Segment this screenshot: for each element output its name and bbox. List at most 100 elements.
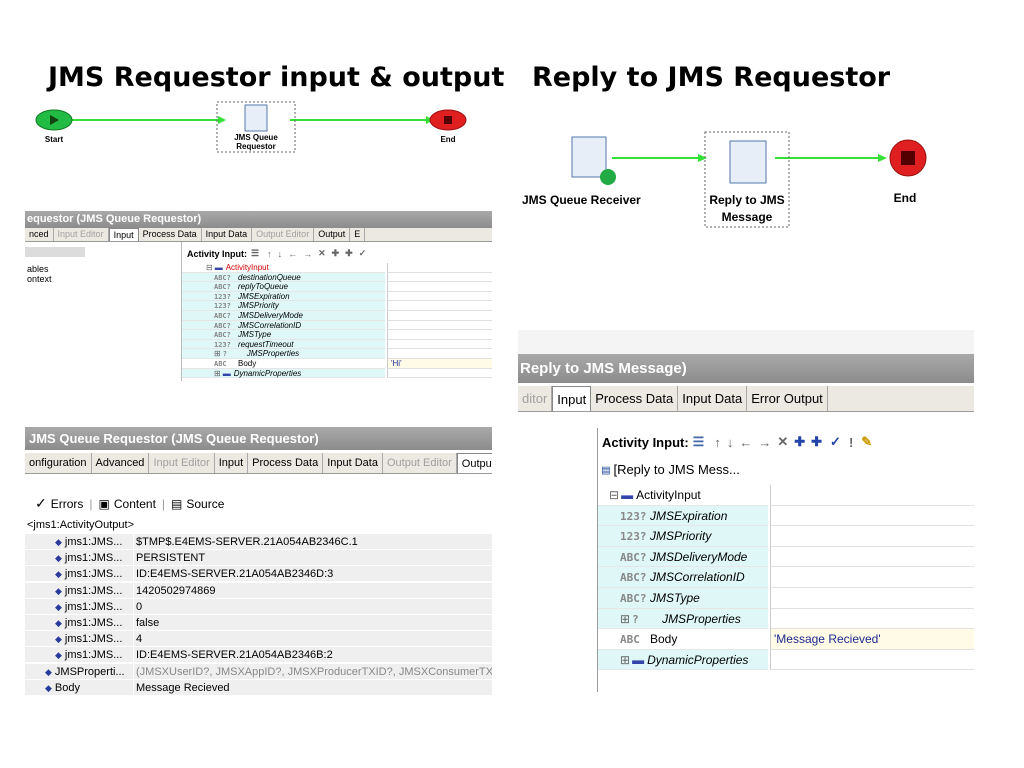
add-icon[interactable]: ✚ xyxy=(794,434,806,449)
source-button[interactable]: Source xyxy=(186,496,225,511)
tree-row[interactable]: ABC?JMSDeliveryMode xyxy=(598,546,974,568)
delete-icon[interactable]: ✕ xyxy=(777,434,789,449)
output-row[interactable]: ◆jms1:JMS...false xyxy=(25,615,492,631)
collapse-icon[interactable]: ⊟ xyxy=(609,488,620,502)
tab-output[interactable]: Output xyxy=(456,453,492,473)
check-icon[interactable]: ✓ xyxy=(358,248,367,258)
row-value[interactable] xyxy=(770,608,974,630)
row-value[interactable] xyxy=(387,339,492,350)
add-icon[interactable]: ✚ xyxy=(331,248,340,258)
tree-item-context[interactable]: ontext xyxy=(27,274,52,284)
tab-input[interactable]: Input xyxy=(552,386,592,411)
expand-icon[interactable]: ⊞ xyxy=(620,611,631,626)
tree-item-variables[interactable]: ables xyxy=(27,264,49,274)
row-value[interactable]: 'Message Recieved' xyxy=(770,629,974,650)
tree-row[interactable]: ABC?replyToQueue xyxy=(182,282,492,292)
row-value[interactable] xyxy=(387,320,492,331)
row-value[interactable] xyxy=(770,567,974,588)
add-child-icon[interactable]: ✚ xyxy=(345,248,353,258)
tab-configuration[interactable]: onfiguration xyxy=(25,453,92,473)
row-value[interactable] xyxy=(770,526,974,547)
row-value[interactable] xyxy=(770,505,974,527)
add-child-icon[interactable]: ✚ xyxy=(811,434,823,449)
tab-input[interactable]: Input xyxy=(108,228,139,241)
row-value[interactable] xyxy=(387,263,492,273)
tab-advanced[interactable]: Advanced xyxy=(92,453,150,473)
tab-process-data[interactable]: Process Data xyxy=(248,453,324,473)
collapse-icon[interactable]: ⊟ xyxy=(206,263,213,272)
arrow-up-icon[interactable]: ↑ xyxy=(267,248,272,259)
row-value[interactable] xyxy=(770,588,974,609)
output-row[interactable]: ◆jms1:JMS...PERSISTENT xyxy=(25,550,492,567)
output-row[interactable]: ◆jms1:JMS...$TMP$.E4EMS-SERVER.21A054AB2… xyxy=(25,534,492,550)
row-value[interactable] xyxy=(387,282,492,292)
arrow-down-icon[interactable]: ↓ xyxy=(726,434,734,450)
row-value[interactable] xyxy=(387,311,492,321)
row-value[interactable] xyxy=(387,368,492,379)
output-row[interactable]: ◆jms1:JMS...ID:E4EMS-SERVER.21A054AB2346… xyxy=(25,566,492,583)
output-row[interactable]: ◆jms1:JMS...1420502974869 xyxy=(25,582,492,599)
arrow-right-icon[interactable]: → xyxy=(303,248,313,259)
expand-icon[interactable]: ⊞ xyxy=(620,652,631,667)
tab-output-editor[interactable]: Output Editor xyxy=(252,228,315,241)
tree-row[interactable]: 123?JMSExpiration xyxy=(598,505,974,527)
tab-input-editor[interactable]: Input Editor xyxy=(149,453,215,473)
tree-view-icon[interactable]: ☰ xyxy=(251,248,260,258)
content-button[interactable]: Content xyxy=(113,496,156,511)
tab-more[interactable]: E xyxy=(350,228,366,241)
output-row[interactable]: ◆jms1:JMS...0 xyxy=(25,598,492,615)
output-row[interactable]: ◆jms1:JMS...ID:E4EMS-SERVER.21A054AB2346… xyxy=(25,647,492,664)
row-value[interactable] xyxy=(387,330,492,340)
tree-row[interactable]: 123?JMSExpiration xyxy=(182,291,492,302)
tree-row[interactable]: ABC?JMSCorrelationID xyxy=(182,320,492,331)
row-value[interactable]: 'Hi' xyxy=(387,359,492,369)
row-value[interactable] xyxy=(770,485,974,506)
tree-row[interactable]: ⊞▬DynamicProperties xyxy=(598,649,974,671)
tree-row[interactable]: ABC?JMSDeliveryMode xyxy=(182,311,492,321)
tree-row[interactable]: 123?requestTimeout xyxy=(182,339,492,350)
errors-button[interactable]: Errors xyxy=(50,496,84,511)
arrow-left-icon[interactable]: ← xyxy=(288,248,298,259)
row-value[interactable] xyxy=(387,349,492,359)
row-value[interactable] xyxy=(387,291,492,302)
tab-output-editor[interactable]: Output Editor xyxy=(383,453,457,473)
tree-row[interactable]: ⊟▬ActivityInput xyxy=(182,263,492,273)
tab-process-data[interactable]: Process Data xyxy=(591,386,679,411)
delete-icon[interactable]: ✕ xyxy=(318,248,326,258)
expand-icon[interactable]: ⊞ xyxy=(214,368,221,378)
tab-input-editor[interactable]: ditor xyxy=(518,386,553,411)
tree-row[interactable]: 123?JMSPriority xyxy=(182,301,492,311)
output-row[interactable]: ◆JMSProperti...(JMSXUserID?, JMSXAppID?,… xyxy=(25,663,492,680)
tab-input-data[interactable]: Input Data xyxy=(202,228,253,241)
row-value[interactable] xyxy=(770,546,974,568)
info-icon[interactable]: ! xyxy=(848,434,854,450)
tab-input-editor[interactable]: Input Editor xyxy=(54,228,109,241)
tree-row[interactable]: ABC?JMSCorrelationID xyxy=(598,567,974,588)
tree-row[interactable]: ⊞▬DynamicProperties xyxy=(182,368,492,379)
row-value[interactable] xyxy=(387,272,492,283)
output-row[interactable]: ◆jms1:JMS...4 xyxy=(25,631,492,648)
arrow-left-icon[interactable]: ← xyxy=(739,434,753,450)
tab-error-output[interactable]: Error Output xyxy=(747,386,828,411)
tab-output[interactable]: Output xyxy=(314,228,351,241)
tree-row[interactable]: ⊟▬ActivityInput xyxy=(598,485,974,506)
row-value[interactable] xyxy=(770,649,974,671)
tree-row[interactable]: ⊞?JMSProperties xyxy=(182,349,492,359)
tree-row[interactable]: 123?JMSPriority xyxy=(598,526,974,547)
tab-process-data[interactable]: Process Data xyxy=(139,228,202,241)
tab-input-data[interactable]: Input Data xyxy=(678,386,748,411)
tab-input[interactable]: Input xyxy=(215,453,249,473)
tree-row[interactable]: ABC?destinationQueue xyxy=(182,272,492,283)
expand-icon[interactable]: ⊞ xyxy=(214,349,221,359)
arrow-right-icon[interactable]: → xyxy=(758,434,772,450)
arrow-down-icon[interactable]: ↓ xyxy=(277,248,283,259)
tree-row[interactable]: ⊞?JMSProperties xyxy=(598,608,974,630)
tab-input-data[interactable]: Input Data xyxy=(323,453,383,473)
tree-row[interactable]: ABC?JMSType xyxy=(182,330,492,340)
arrow-up-icon[interactable]: ↑ xyxy=(714,434,721,450)
check-icon[interactable]: ✓ xyxy=(830,434,841,449)
tab-advanced[interactable]: nced xyxy=(25,228,54,241)
